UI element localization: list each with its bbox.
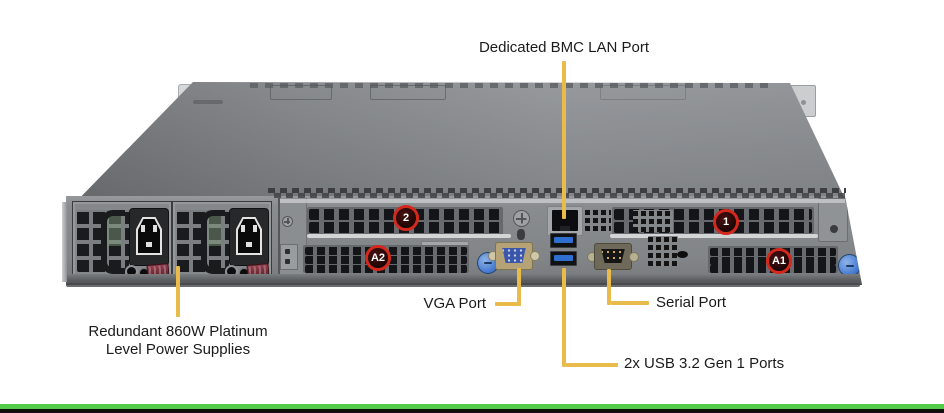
rear-io-panel bbox=[66, 196, 862, 285]
vga-callout-line-h bbox=[495, 302, 521, 306]
c14-pin bbox=[253, 225, 257, 232]
grille-row bbox=[305, 265, 467, 273]
psu-label-sticker bbox=[207, 216, 221, 246]
footer-green-bar bbox=[0, 404, 944, 409]
usb-tongue-icon bbox=[554, 255, 573, 261]
usb-port-2[interactable] bbox=[550, 251, 577, 266]
c14-pin bbox=[146, 242, 152, 247]
c14-pin bbox=[141, 225, 145, 232]
c14-pin bbox=[241, 225, 245, 232]
psu-ac-inlet[interactable] bbox=[229, 208, 269, 266]
chassis-left-edge bbox=[62, 202, 67, 282]
bmc-lan-port-label: Dedicated BMC LAN Port bbox=[478, 39, 650, 56]
slot-marker-a2: A2 bbox=[365, 245, 391, 271]
vga-pin-field bbox=[502, 248, 526, 263]
io-vent-cluster bbox=[633, 210, 673, 232]
psu-label-line1: Redundant 860W Platinum bbox=[88, 323, 268, 340]
screw-hole-icon bbox=[830, 225, 838, 233]
psu-ac-inlet[interactable] bbox=[129, 208, 169, 266]
lid-panel-outline bbox=[270, 85, 332, 100]
dsub-screw-icon bbox=[629, 252, 639, 262]
psu-callout-line bbox=[176, 266, 180, 317]
panel-cutout bbox=[677, 251, 688, 258]
rear-edge-vent-row bbox=[268, 188, 846, 193]
panel-screw bbox=[513, 210, 530, 227]
vga-port-label: VGA Port bbox=[423, 295, 486, 312]
bmc-callout-line bbox=[562, 61, 566, 219]
slot-marker-1: 1 bbox=[713, 209, 739, 235]
right-slot-bracket bbox=[818, 198, 848, 242]
panel-screw bbox=[282, 216, 293, 227]
vga-connector-body bbox=[495, 242, 533, 270]
slot-bracket-edge bbox=[307, 234, 511, 238]
chassis-bottom-edge bbox=[66, 283, 860, 287]
c14-pin bbox=[246, 242, 252, 247]
grille-row bbox=[614, 222, 812, 233]
keyhole-icon bbox=[517, 229, 525, 240]
slot-bracket-edge bbox=[610, 234, 818, 238]
serial-port[interactable] bbox=[587, 243, 639, 270]
dsub-screw-icon bbox=[530, 251, 540, 261]
c14-pin bbox=[153, 225, 157, 232]
rj45-jack-icon bbox=[552, 210, 578, 231]
psu-handle[interactable] bbox=[101, 210, 125, 274]
lid-panel-outline bbox=[370, 85, 446, 100]
screw-hole-icon bbox=[801, 100, 806, 105]
serial-pin-field bbox=[601, 249, 625, 263]
io-vent-cluster bbox=[585, 209, 611, 231]
psu-handle[interactable] bbox=[201, 210, 225, 274]
io-vent-cluster bbox=[648, 236, 678, 266]
lid-rear-vent-slots bbox=[250, 83, 770, 88]
usb-port-1[interactable] bbox=[550, 233, 577, 248]
bracket-hole-icon bbox=[285, 259, 290, 264]
usb-tongue-icon bbox=[554, 237, 573, 243]
bracket-hole-icon bbox=[285, 249, 290, 254]
psu-label: Redundant 860W Platinum Level Power Supp… bbox=[58, 323, 298, 359]
usb-callout-line-v bbox=[562, 268, 566, 367]
psu-label-sticker bbox=[107, 216, 121, 246]
footer-dark-bar bbox=[0, 409, 944, 413]
rear-edge-vent-row bbox=[274, 193, 846, 198]
usb-callout-line-h bbox=[566, 363, 618, 367]
serial-callout-line-h bbox=[611, 301, 649, 305]
slot-marker-2: 2 bbox=[393, 205, 419, 231]
serial-connector-body bbox=[594, 243, 632, 270]
psu-label-line2: Level Power Supplies bbox=[105, 341, 251, 358]
hinge-bracket bbox=[280, 244, 298, 270]
vga-callout-line-v bbox=[517, 268, 521, 306]
power-supply-module-1 bbox=[72, 201, 172, 279]
panel-bottom-shadow bbox=[66, 274, 862, 285]
slot-marker-a1: A1 bbox=[766, 248, 792, 274]
lid-seam-mark bbox=[193, 100, 223, 104]
grille-row bbox=[614, 209, 812, 220]
lid-panel-outline bbox=[600, 85, 686, 100]
usb-ports-label: 2x USB 3.2 Gen 1 Ports bbox=[624, 355, 785, 372]
power-supply-module-2 bbox=[172, 201, 272, 279]
serial-callout-line-v bbox=[607, 269, 611, 305]
serial-port-label: Serial Port bbox=[656, 294, 727, 311]
vga-port[interactable] bbox=[488, 242, 540, 270]
